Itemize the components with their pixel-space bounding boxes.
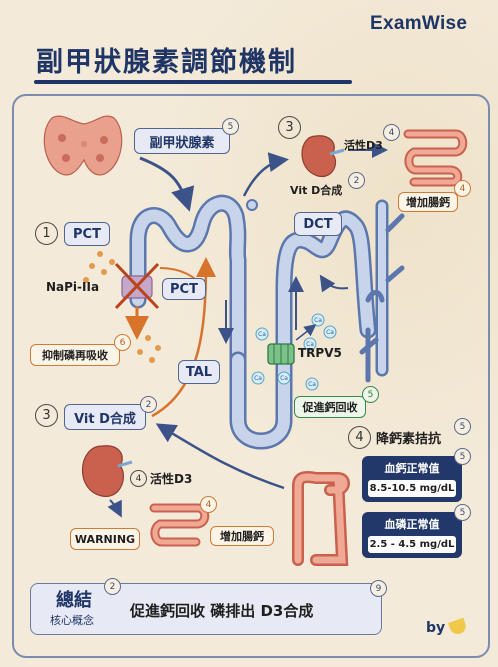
nephron-tubule: [129, 194, 405, 450]
warning-box: WARNING: [70, 528, 140, 550]
calcium-ions: [251, 313, 337, 391]
phosphate-normal-value: 2.5 - 4.5 mg/dL: [368, 536, 456, 553]
kidney-icon-bottom: [81, 445, 133, 497]
calcium-normal-card: 血鈣正常值 8.5-10.5 mg/dL: [362, 456, 462, 502]
absorb-top-num-badge: 4: [454, 180, 471, 197]
active-d3-bottom: 活性D3: [150, 472, 193, 486]
promote-num-badge: 5: [362, 386, 379, 403]
phosphate-card-num-badge: 5: [454, 504, 471, 521]
ion-ca-6: Ca: [308, 381, 316, 388]
trpv5-label: TRPV5: [298, 346, 342, 360]
dct-label: DCT: [303, 216, 333, 232]
hormone-num-badge: 5: [222, 118, 239, 135]
step-1-badge: 1: [35, 222, 58, 245]
summary-title: 總結: [56, 590, 92, 611]
hormone-label: 副甲狀腺素: [149, 135, 215, 151]
ion-ca-7: Ca: [280, 375, 288, 382]
inhibit-phosphate-label: 抑制磷再吸收: [42, 349, 108, 362]
increase-gut-calcium-top-box: 增加腸鈣: [398, 192, 458, 212]
warning-label: WARNING: [74, 532, 136, 546]
intestine-icon-bottom-left: [149, 503, 210, 547]
calcitonin-antagonist-label: 降鈣素拮抗: [376, 432, 442, 447]
ion-ca-3: Ca: [306, 341, 314, 348]
calcium-normal-header: 血鈣正常值: [384, 462, 440, 475]
pct-mid-label-box: PCT: [162, 278, 206, 300]
step-4-active-badge: 4: [130, 470, 147, 487]
tal-label-box: TAL: [178, 360, 220, 384]
byline: by: [426, 620, 446, 636]
diagram-frame: [12, 94, 490, 658]
increase-gut-calcium-bottom: 增加腸鈣: [220, 530, 264, 543]
brand-logo: ExamWise: [370, 13, 468, 34]
parathyroid-gland-icon: [43, 115, 123, 176]
trpv5-channel-icon: [267, 343, 295, 365]
step-3-bottom-badge: 3: [35, 404, 58, 427]
pct-label: PCT: [73, 226, 101, 242]
summary-box: [30, 583, 382, 635]
phosphate-normal-header: 血磷正常值: [384, 518, 440, 531]
ion-ca-1: Ca: [314, 317, 322, 324]
ion-ca-4: Ca: [258, 331, 266, 338]
calcium-card-num-badge: 5: [454, 448, 471, 465]
calcium-normal-value: 8.5-10.5 mg/dL: [368, 480, 456, 497]
vitd-synthesis-bottom-box: Vit D合成: [64, 404, 146, 430]
inhibit-phosphate-box: 抑制磷再吸收: [30, 344, 120, 366]
step-4-badge: 4: [348, 426, 371, 449]
phosphate-normal-card: 血磷正常值 2.5 - 4.5 mg/dL: [362, 512, 462, 558]
kidney-icon-top: [301, 135, 345, 178]
vitd-bottom-num-badge: 2: [140, 396, 157, 413]
warning-num-badge: 4: [200, 496, 217, 513]
tal-label: TAL: [185, 364, 213, 380]
inhibit-num-badge: 6: [114, 334, 131, 351]
ion-ca-5: Ca: [254, 375, 262, 382]
pct-label-box: PCT: [64, 222, 110, 246]
increase-gut-calcium-top: 增加腸鈣: [406, 196, 450, 209]
hormone-label-box: 副甲狀腺素: [134, 128, 230, 154]
step-3-top-badge: 3: [278, 116, 301, 139]
active-d3-top: 活性D3: [344, 139, 383, 152]
summary-subtitle: 核心概念: [50, 614, 94, 627]
summary-text: 促進鈣回收 磷排出 D3合成: [130, 602, 314, 620]
promote-calcium-box: 促進鈣回收: [294, 396, 366, 418]
vitd-synthesis-bottom: Vit D合成: [74, 411, 136, 427]
napi-iia-transporter-icon: [114, 262, 160, 310]
ion-ca-2: Ca: [326, 329, 334, 336]
vitd-top-num-badge: 2: [348, 172, 365, 189]
promote-calcium-label: 促進鈣回收: [302, 401, 358, 414]
antagonist-num-badge: 5: [454, 418, 471, 435]
summary-text-num-badge: 9: [370, 580, 387, 597]
page-title: 副甲狀腺素調節機制: [36, 47, 297, 78]
vitd-synthesis-top: Vit D合成: [290, 184, 343, 197]
pct-mid-label: PCT: [170, 281, 198, 297]
increase-gut-calcium-bottom-box: 增加腸鈣: [210, 526, 274, 546]
napi-iia-label: NaPi-IIa: [46, 280, 100, 294]
title-underline: [34, 80, 352, 84]
dct-label-box: DCT: [294, 212, 342, 236]
active-d3-top-num-badge: 4: [383, 124, 400, 141]
summary-title-num-badge: 2: [104, 578, 121, 595]
intestine-icon-top: [403, 129, 468, 187]
large-intestine-icon: [292, 471, 350, 566]
